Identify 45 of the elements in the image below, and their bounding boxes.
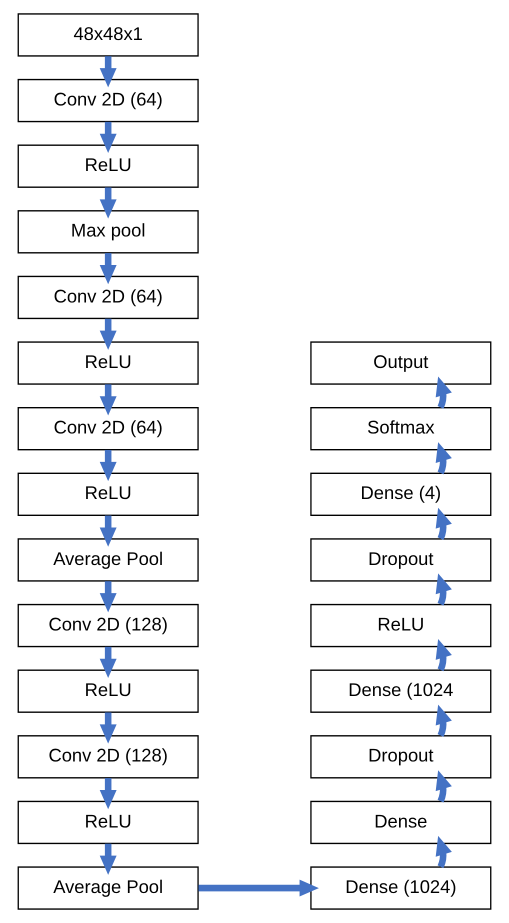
node-box: Dropout xyxy=(310,735,492,778)
node-box: ReLU xyxy=(18,472,199,516)
node-box: Max pool xyxy=(18,210,199,254)
arrow xyxy=(100,844,117,875)
arrow xyxy=(100,253,117,284)
node-box: 48x48x1 xyxy=(18,13,199,57)
node-box: Conv 2D (64) xyxy=(18,407,199,450)
node-box: Dropout xyxy=(310,538,492,582)
arrow xyxy=(100,581,117,612)
arrow xyxy=(100,516,117,547)
node-box: Dense xyxy=(310,800,492,844)
arrow xyxy=(100,712,117,744)
arrow xyxy=(100,384,117,416)
arrow xyxy=(436,638,452,672)
node-box: Conv 2D (64) xyxy=(18,276,199,320)
node-box: Conv 2D (64) xyxy=(18,78,199,122)
arrow xyxy=(100,122,117,154)
node-box: Dense (1024) xyxy=(310,866,492,910)
node-box: ReLU xyxy=(18,670,199,713)
node-box: Softmax xyxy=(310,407,492,450)
node-box: Output xyxy=(310,341,492,385)
arrow xyxy=(436,704,452,737)
arrow xyxy=(100,450,117,482)
node-box: ReLU xyxy=(18,341,199,385)
arrow xyxy=(100,778,117,810)
node-box: ReLU xyxy=(18,800,199,844)
arrow xyxy=(436,836,452,868)
node-box: Average Pool xyxy=(18,866,199,910)
node-box: Conv 2D (128) xyxy=(18,735,199,778)
node-box: ReLU xyxy=(310,604,492,648)
arrow xyxy=(436,508,452,540)
arrow xyxy=(436,442,452,474)
node-box: Average Pool xyxy=(18,538,199,582)
node-box: Conv 2D (128) xyxy=(18,604,199,648)
arrow xyxy=(100,318,117,350)
arrow xyxy=(436,770,452,802)
node-box: ReLU xyxy=(18,144,199,188)
arrow xyxy=(436,376,452,409)
arrow xyxy=(436,573,452,606)
arrow xyxy=(100,56,117,88)
node-box: Dense (4) xyxy=(310,472,492,516)
node-box: Dense (1024 xyxy=(310,670,492,713)
arrow xyxy=(100,646,117,678)
arrow xyxy=(198,880,319,897)
arrow xyxy=(100,187,117,219)
